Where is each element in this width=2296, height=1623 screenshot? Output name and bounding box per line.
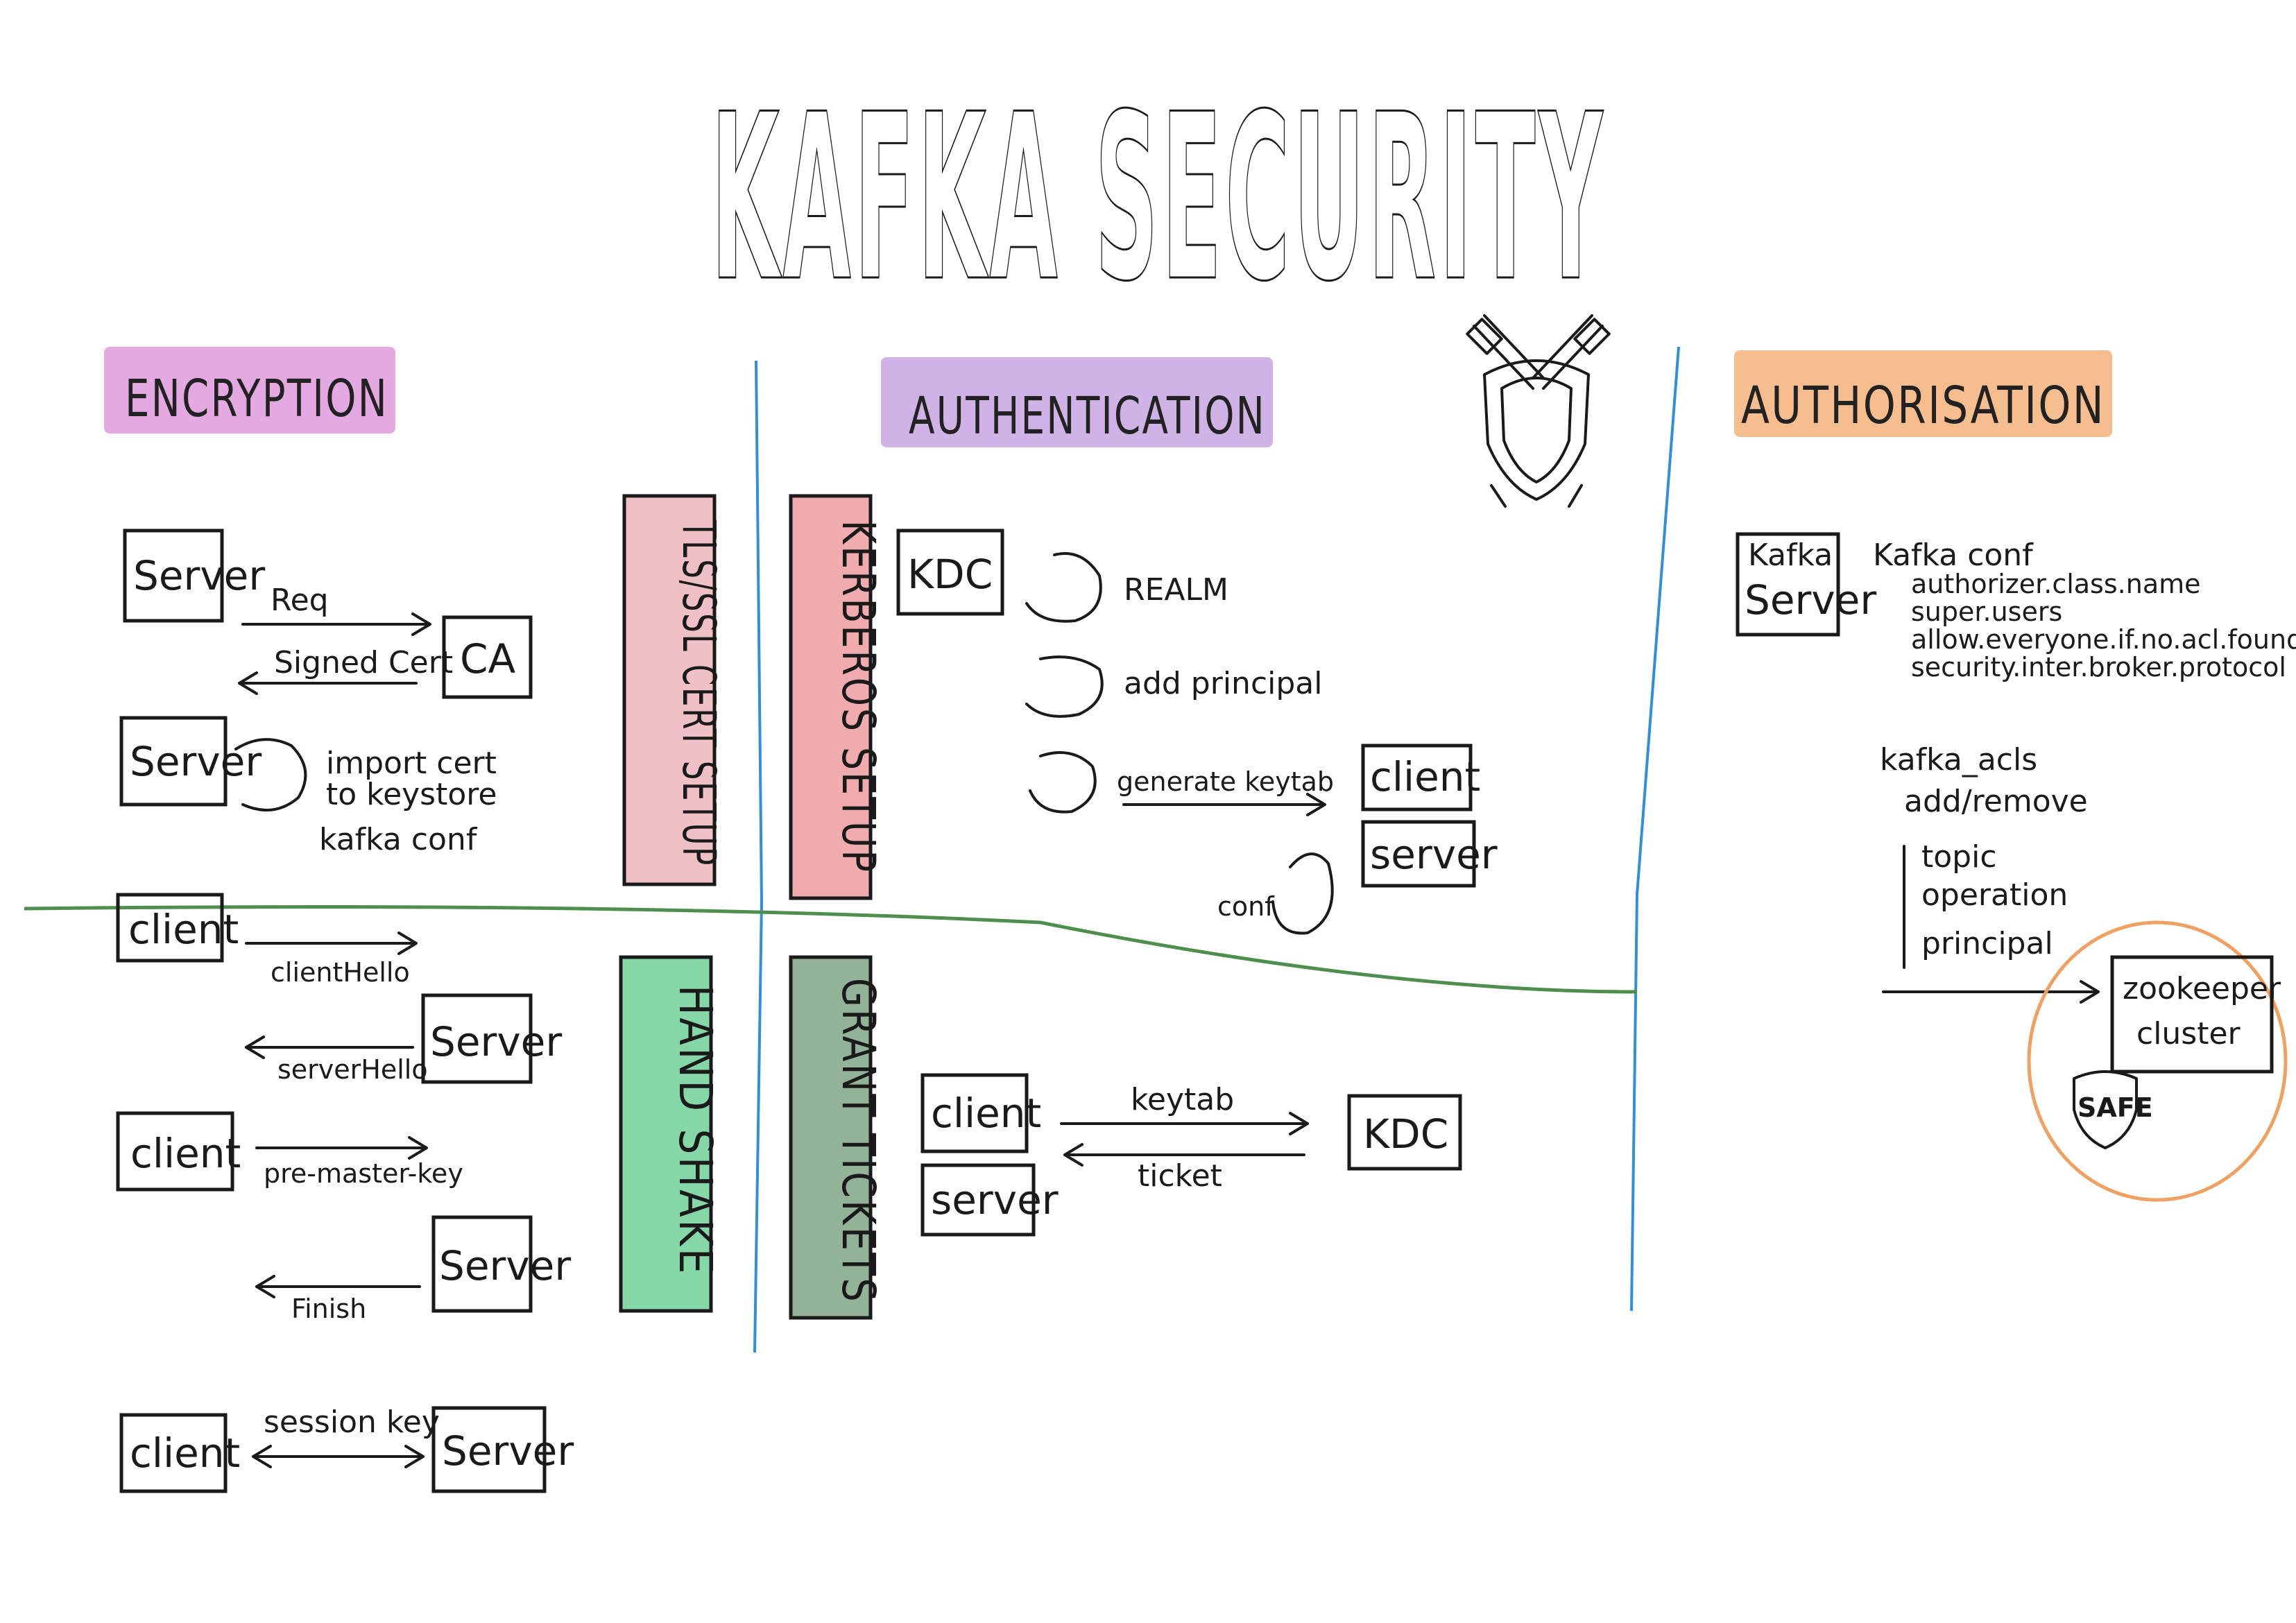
client-node [1361, 744, 1473, 812]
handshake-bar: HAND SHAKE [619, 955, 722, 1313]
import-cert-label-2: to keystore [326, 777, 497, 812]
req-label: Req [271, 583, 329, 618]
grant-tickets-flow: client server keytab ticket KDC [920, 1073, 1462, 1237]
loop-arrow-icon [1271, 852, 1334, 935]
authorisation-flow: Kafka Server Kafka conf authorizer.class… [1736, 532, 2296, 1202]
blue-divider-right [1630, 346, 1680, 1312]
authorisation-highlight [1734, 350, 2112, 437]
conf-label: conf [1217, 891, 1275, 922]
finish-label: Finish [291, 1294, 366, 1324]
principal-label: principal [1921, 926, 2053, 961]
kdc-node [1347, 1094, 1462, 1171]
encryption-cert-flow: Server Req CA Signed Cert Server import … [119, 529, 533, 857]
server-node [123, 529, 224, 623]
import-cert-label: import cert [326, 746, 497, 781]
diagram-title: KAFKA SECURITY [711, 65, 1606, 332]
authentication-highlight [881, 357, 1273, 447]
kafka-server-node [1736, 532, 1840, 637]
loop-arrow-icon [1029, 751, 1097, 814]
kerberos-setup-label: KERBEROS SETUP [832, 520, 885, 874]
safe-circle [2027, 920, 2288, 1202]
realm-label: REALM [1124, 572, 1228, 608]
encryption-heading: ENCRYPTION [104, 347, 395, 433]
loop-arrow-icon [1025, 655, 1104, 718]
server-node-label: Server [430, 1018, 562, 1065]
client-node [920, 1073, 1029, 1153]
encryption-heading-text: ENCRYPTION [125, 369, 388, 429]
encryption-handshake-flow: client clientHello Server serverHello cl… [116, 893, 574, 1493]
server-hello-label: serverHello [277, 1054, 428, 1085]
authentication-heading: AUTHENTICATION [881, 357, 1273, 447]
server-node [1361, 820, 1476, 888]
kdc-node-label: KDC [907, 551, 993, 598]
client-node [119, 1413, 228, 1493]
client-node-label: client [1370, 753, 1480, 800]
kerberos-setup-bar: KERBEROS SETUP [789, 494, 885, 900]
conf-allow-everyone: allow.everyone.if.no.acl.found [1911, 624, 2296, 655]
kafka-server-label: Kafka [1748, 538, 1833, 573]
ca-node-label: CA [460, 635, 515, 682]
conf-super-users: super.users [1911, 596, 2062, 627]
generate-keytab-label: generate keytab [1117, 766, 1334, 797]
client-hello-label: clientHello [271, 957, 410, 988]
signed-cert-label: Signed Cert [274, 645, 453, 680]
session-key-label: session key [264, 1405, 440, 1440]
keytab-label: keytab [1131, 1082, 1234, 1117]
server-node-label: Server [439, 1242, 571, 1289]
kafka-conf-label: Kafka conf [1873, 538, 2034, 573]
topic-label: topic [1921, 839, 1997, 875]
operation-label: operation [1921, 877, 2068, 913]
cert-setup-bar: TLS/SSL CERT SETUP [622, 494, 726, 886]
pre-master-key-label: pre-master-key [264, 1158, 463, 1189]
server-node-label: Server [442, 1427, 574, 1475]
encryption-highlight [104, 347, 395, 433]
server-node-label: server [931, 1176, 1059, 1223]
kdc-node [896, 529, 1004, 616]
authentication-heading-text: AUTHENTICATION [909, 386, 1266, 446]
kafka-conf-label: kafka conf [319, 822, 478, 857]
client-node-label: client [128, 906, 239, 953]
client-node-label: client [130, 1130, 241, 1177]
cluster-label: cluster [2136, 1016, 2241, 1051]
conf-security-protocol: security.inter.broker.protocol [1911, 652, 2286, 682]
kerberos-setup-flow: KDC REALM add principal generate keytab … [896, 529, 1498, 935]
authorisation-heading: AUTHORISATION [1734, 350, 2112, 437]
grant-tickets-label: GRANT TICKETS [832, 978, 885, 1304]
server-node-label: server [1370, 831, 1498, 878]
loop-arrow-icon [234, 738, 307, 812]
client-node [116, 893, 224, 963]
kafka-acls-label: kafka_acls [1880, 742, 2037, 778]
server-node [431, 1215, 533, 1313]
conf-authorizer: authorizer.class.name [1911, 569, 2201, 599]
green-divider [24, 905, 1638, 994]
server-node-label: Server [133, 552, 265, 599]
kdc-node-label: KDC [1363, 1110, 1448, 1158]
client-node [116, 1111, 234, 1192]
safe-label: SAFE [2077, 1092, 2153, 1123]
server-node [431, 1406, 547, 1493]
client-node-label: client [931, 1090, 1041, 1137]
server-node [119, 716, 228, 807]
zookeeper-cluster-node [2110, 955, 2274, 1074]
ca-node [442, 615, 533, 699]
add-remove-label: add/remove [1904, 784, 2088, 819]
server-node [421, 993, 533, 1084]
grant-tickets-bar: GRANT TICKETS [789, 955, 885, 1320]
server-node [920, 1163, 1036, 1237]
blue-divider-left [753, 360, 764, 1353]
ticket-label: ticket [1138, 1158, 1222, 1194]
add-principal-label: add principal [1124, 666, 1322, 701]
client-node-label: client [130, 1429, 240, 1477]
handshake-label: HAND SHAKE [669, 985, 722, 1276]
authorisation-heading-text: AUTHORISATION [1741, 376, 2105, 436]
safe-shield-icon: SAFE [2073, 1070, 2153, 1149]
zookeeper-label: zookeeper [2123, 971, 2281, 1006]
shield-icon [1466, 314, 1611, 508]
loop-arrow-icon [1025, 552, 1102, 623]
cert-setup-label: TLS/SSL CERT SETUP [672, 519, 726, 867]
kafka-server-label-2: Server [1745, 576, 1876, 624]
